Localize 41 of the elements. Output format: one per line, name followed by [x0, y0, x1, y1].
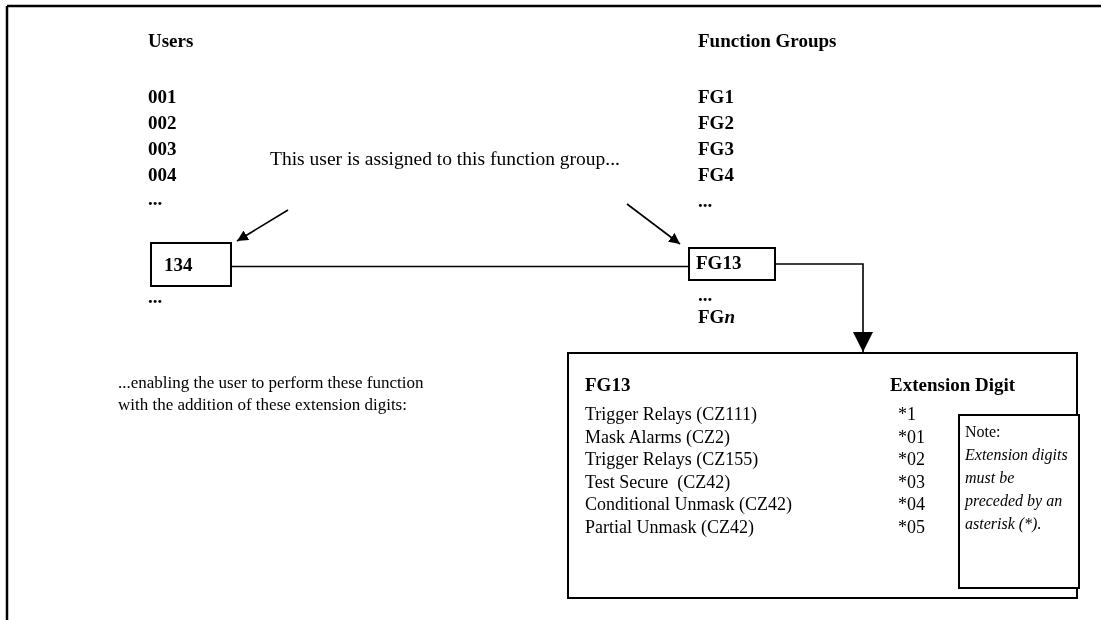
extension-digit: *01 [898, 426, 925, 448]
table-header: FG13 [585, 374, 631, 396]
extension-digit: *1 [898, 404, 916, 425]
list-item: 004 [148, 164, 177, 186]
function-name: Conditional Unmask (CZ42) [585, 494, 792, 515]
list-item: FG1 [698, 86, 734, 108]
function-table-panel [567, 352, 1078, 599]
note-box [958, 414, 1080, 589]
list-item: 002 [148, 112, 177, 134]
list-item: ... [698, 190, 713, 212]
description-text: ...enabling the user to perform these function with the addition of these extension digits: [118, 372, 425, 416]
function-group-box: FG13 [688, 247, 776, 281]
extension-digit: *04 [898, 494, 925, 515]
list-item: ... [698, 284, 713, 306]
list-item: FG4 [698, 164, 734, 186]
note-heading: Note: [965, 422, 1002, 442]
list-item: ... [148, 188, 163, 210]
list-item: ... [148, 286, 163, 308]
list-item: 003 [148, 138, 177, 160]
function-name: Partial Unmask (CZ42) [585, 516, 754, 538]
leader-arrow [236, 209, 289, 242]
extension-digit: *02 [898, 449, 925, 470]
leader-arrow [626, 203, 681, 245]
list-item: FGn [698, 306, 735, 328]
connector-line [231, 265, 689, 268]
function-name: Mask Alarms (CZ2) [585, 426, 730, 448]
callout-text: This user is assigned to this function group... [270, 146, 632, 202]
note-text: Extension digits must be preceded by an asterisk (*). [965, 445, 1069, 535]
arrow [775, 263, 873, 353]
list-item: 001 [148, 86, 177, 108]
list-item: FG2 [698, 112, 734, 134]
list-item: FG3 [698, 138, 734, 160]
extension-digit: *03 [898, 471, 925, 493]
function-name: Test Secure (CZ42) [585, 471, 731, 493]
user-box: 134 [150, 242, 232, 287]
function-name: Trigger Relays (CZ155) [585, 449, 759, 470]
column-heading: Users [148, 30, 194, 52]
function-name: Trigger Relays (CZ111) [585, 404, 757, 425]
table-header: Extension Digit [890, 374, 1016, 396]
extension-digit: *05 [898, 516, 925, 538]
column-heading: Function Groups [698, 30, 837, 52]
